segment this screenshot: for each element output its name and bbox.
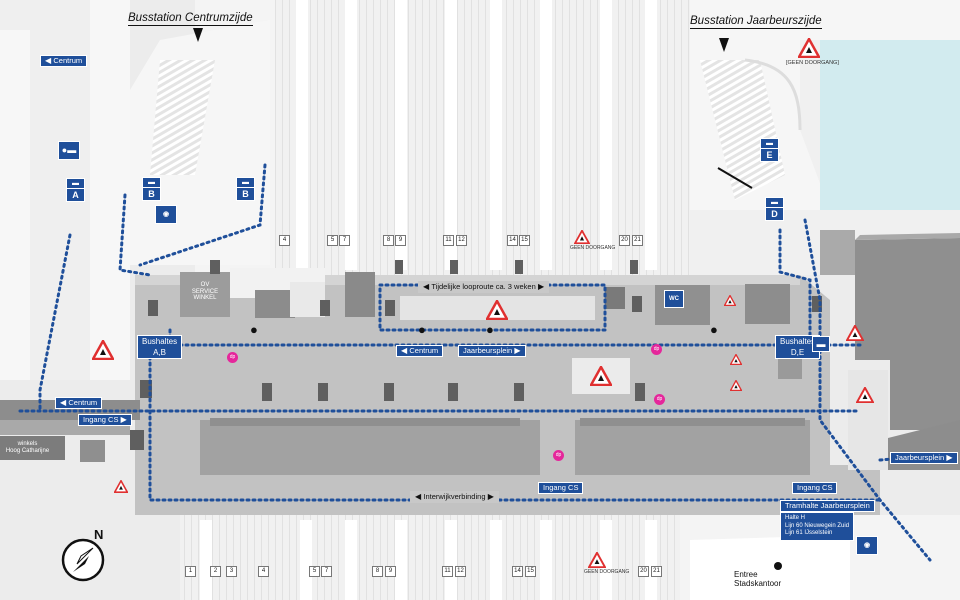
busstation-centrumzijde-title: Busstation Centrumzijde xyxy=(128,12,253,26)
warning-icon xyxy=(846,325,864,341)
north-arrow xyxy=(193,28,729,52)
dp-pin[interactable]: dp xyxy=(227,352,238,363)
bus-bays-jaarbeurs xyxy=(700,60,785,200)
centrum-sign-top: ◀ Centrum xyxy=(40,55,88,67)
pedestrian-icon: ● xyxy=(418,322,426,337)
bus-stop-e: ▬E xyxy=(760,138,779,162)
bus-stop-b: ▬B xyxy=(236,177,255,201)
platform-number: 8 xyxy=(383,235,394,246)
dp-pin[interactable]: dp xyxy=(654,394,665,405)
platform-number: 14 xyxy=(507,235,518,246)
warning-icon xyxy=(574,230,590,244)
platform-number: 20 xyxy=(638,566,649,577)
hall-blocks xyxy=(200,420,810,475)
bus-stop-b: ▬B xyxy=(142,177,161,201)
ingang-cs-sign-mid: Ingang CS xyxy=(538,482,584,494)
dp-pin[interactable]: dp xyxy=(651,344,662,355)
platform-number: 15 xyxy=(519,235,530,246)
taxi-icon: ◉ xyxy=(856,536,878,555)
platform-number: 3 xyxy=(226,566,237,577)
taxi-icon: ◉ xyxy=(155,205,177,224)
north-label: N xyxy=(94,527,104,542)
platform-number: 15 xyxy=(525,566,536,577)
ingang-cs-sign-right: Ingang CS xyxy=(792,482,838,494)
warning-icon xyxy=(92,340,114,360)
pedestrian-icon: ● xyxy=(250,322,258,337)
bus-stop-a: ▬A xyxy=(66,178,85,202)
platform-number: 1 xyxy=(185,566,196,577)
water xyxy=(820,40,960,210)
platform-number: 21 xyxy=(632,235,643,246)
platform-number: 4 xyxy=(258,566,269,577)
jaarbeursplein-sign-right: Jaarbeursplein ▶ xyxy=(890,452,958,464)
platform-number: 7 xyxy=(321,566,332,577)
platforms-top xyxy=(296,0,657,270)
bus-icon: ▬ xyxy=(812,336,830,352)
warning-icon xyxy=(590,366,612,386)
platform-number: 9 xyxy=(385,566,396,577)
platform-number: 12 xyxy=(455,566,466,577)
warning-icon xyxy=(724,295,736,306)
platform-number: 11 xyxy=(443,235,454,246)
pedestrian-icon: ● xyxy=(710,322,718,337)
jaarbeursplein-sign-mid: Jaarbeursplein ▶ xyxy=(458,345,526,357)
compass xyxy=(61,538,105,582)
warning-icon xyxy=(856,387,874,403)
platform-number: 14 xyxy=(512,566,523,577)
warning-icon xyxy=(114,480,128,493)
warning-icon xyxy=(486,300,508,320)
escalators xyxy=(130,260,822,450)
warning-icon xyxy=(798,38,820,58)
centrum-sign-left: ◀ Centrum xyxy=(55,397,103,409)
centrum-sign-mid: ◀ Centrum xyxy=(396,345,444,357)
platform-number: 5 xyxy=(327,235,338,246)
platform-number: 21 xyxy=(651,566,662,577)
wc-icon: WC xyxy=(664,290,684,308)
tramhalte-sign: Tramhalte Jaarbeursplein xyxy=(780,500,875,512)
platform-number: 12 xyxy=(456,235,467,246)
warning-icon xyxy=(588,552,606,568)
platform-number: 9 xyxy=(395,235,406,246)
geen-doorgang-caption: GEEN DOORGANG xyxy=(584,569,630,575)
ov-service-winkel xyxy=(180,272,230,317)
ingang-cs-sign-left: Ingang CS ▶ xyxy=(78,414,132,426)
interwijkverbinding-sign: ◀ Interwijkverbinding ▶ xyxy=(410,491,499,503)
pedestrian-icon: ● xyxy=(486,322,494,337)
platform-number: 8 xyxy=(372,566,383,577)
platform-number: 4 xyxy=(279,235,290,246)
platform-number: 5 xyxy=(309,566,320,577)
platform-number: 7 xyxy=(339,235,350,246)
platform-number: 20 xyxy=(619,235,630,246)
car-icon: ●▬ xyxy=(58,141,80,160)
building-right xyxy=(855,238,960,430)
platform-number: 2 xyxy=(210,566,221,577)
track-field-top xyxy=(270,0,690,275)
platform-number: 11 xyxy=(442,566,453,577)
warning-icon xyxy=(730,354,742,365)
tijdelijke-looproute-sign: ◀ Tijdelijke looproute ca. 3 weken ▶ xyxy=(418,281,550,293)
warning-icon xyxy=(730,380,742,391)
geen-doorgang-label: [GEEN DOORGANG] xyxy=(786,60,839,66)
dp-pin[interactable]: dp xyxy=(553,450,564,461)
geen-doorgang-caption: GEEN DOORGANG xyxy=(570,245,616,251)
bus-stop-d: ▬D xyxy=(765,197,784,221)
bus-bays-centrum xyxy=(150,60,215,175)
busstation-jaarbeurszijde-title: Busstation Jaarbeurszijde xyxy=(690,15,822,29)
